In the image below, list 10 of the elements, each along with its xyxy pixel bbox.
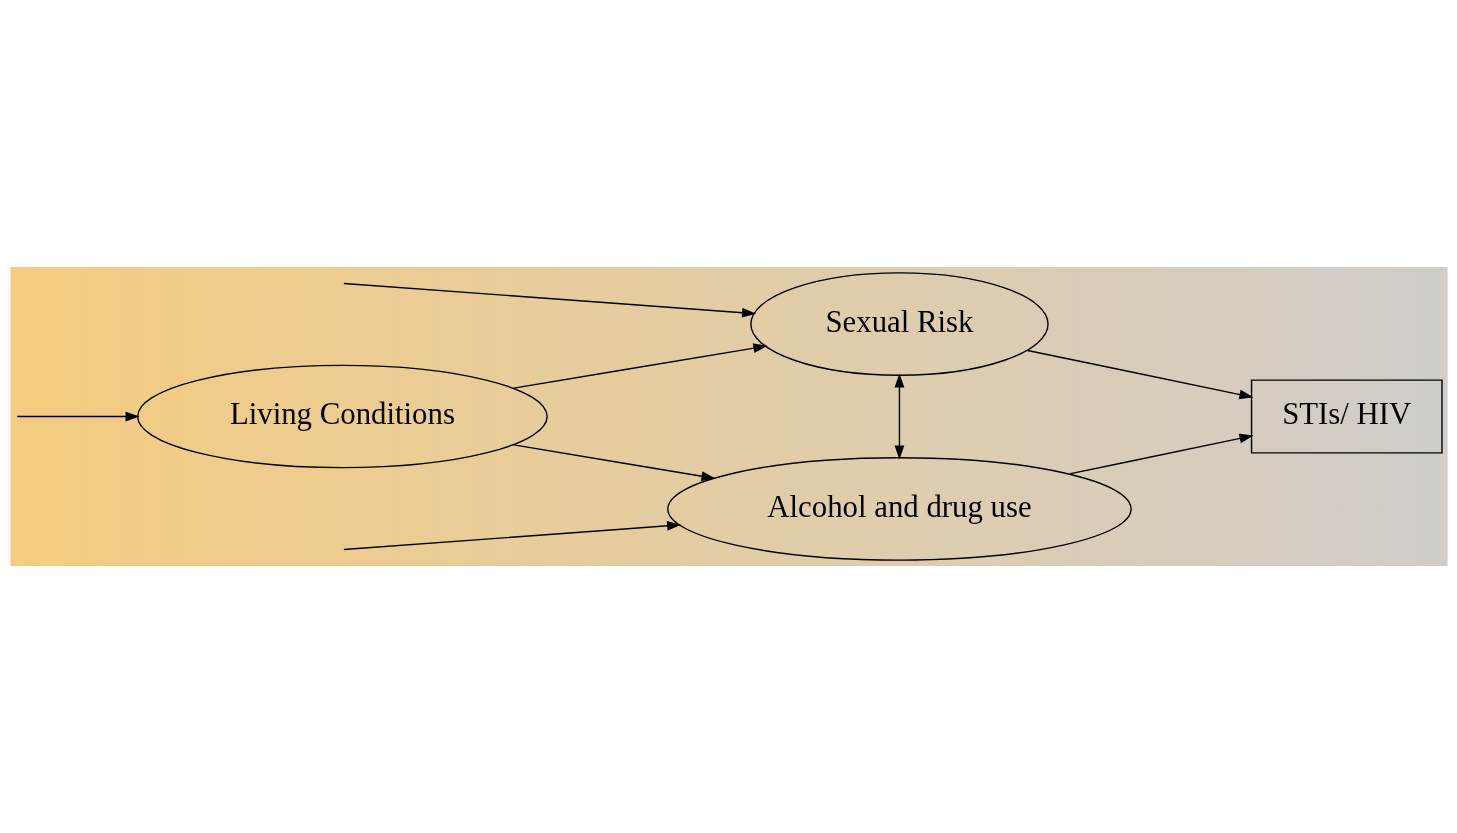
arrow xyxy=(1068,433,1254,475)
arrow xyxy=(342,520,681,551)
node-box: STIs/ HIV xyxy=(1250,379,1443,454)
node-ellipse: Living Conditions xyxy=(136,364,548,469)
arrow xyxy=(512,343,767,389)
arrow xyxy=(512,444,715,481)
arrow xyxy=(16,411,140,422)
arrow xyxy=(342,282,756,318)
arrow xyxy=(894,373,904,460)
arrow xyxy=(1026,349,1253,400)
